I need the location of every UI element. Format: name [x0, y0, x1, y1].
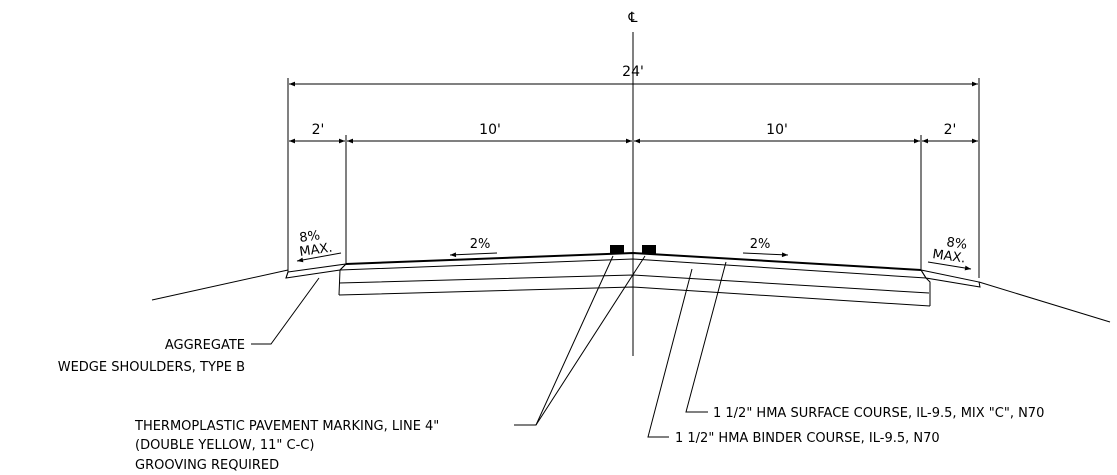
right-lane-slope-label: 2% — [750, 237, 771, 252]
left-lane-slope-label: 2% — [470, 237, 491, 252]
right-aggregate-wedge — [919, 269, 981, 288]
pavement-marking-right — [642, 245, 656, 254]
surface-course-label: 1 1/2" HMA SURFACE COURSE, IL-9.5, MIX "… — [713, 406, 1044, 421]
marking-label-line1: THERMOPLASTIC PAVEMENT MARKING, LINE 4" — [134, 419, 439, 434]
binder-course-leader — [647, 268, 693, 438]
right-lane-slope-arrow — [742, 252, 789, 258]
pavement-marking-left — [610, 245, 624, 254]
overall-dimension-label: 24' — [622, 64, 644, 80]
right-lane-width: 10' — [766, 122, 788, 138]
aggregate-leader — [251, 277, 320, 345]
surface-course-leader — [685, 261, 727, 413]
right-shoulder-width: 2' — [944, 122, 957, 138]
pavement-section — [338, 251, 931, 307]
left-aggregate-wedge — [285, 263, 348, 279]
right-shoulder-slope: 8% MAX. — [927, 235, 972, 271]
left-shoulder-width: 2' — [312, 122, 325, 138]
marking-label-line2: (DOUBLE YELLOW, 11" C-C) — [135, 438, 314, 453]
binder-course-label: 1 1/2" HMA BINDER COURSE, IL-9.5, N70 — [675, 431, 940, 446]
marking-leader-left — [514, 255, 614, 426]
left-ground-line — [151, 269, 289, 301]
svg-text:MAX.: MAX. — [931, 247, 966, 266]
aggregate-label-line2: WEDGE SHOULDERS, TYPE B — [58, 360, 245, 375]
svg-text:8%: 8% — [945, 235, 968, 253]
marking-leader-right — [535, 255, 646, 426]
right-ground-line — [978, 281, 1111, 323]
svg-text:MAX.: MAX. — [298, 240, 333, 259]
left-lane-slope-arrow — [449, 252, 498, 258]
marking-label-line3: GROOVING REQUIRED — [135, 458, 279, 473]
left-shoulder-slope: 8% MAX. — [296, 228, 342, 263]
aggregate-label-line1: AGGREGATE — [165, 338, 245, 353]
svg-text:8%: 8% — [298, 228, 321, 246]
left-lane-width: 10' — [479, 122, 501, 138]
centerline-symbol: ℄ — [628, 10, 638, 26]
extension-lines — [287, 78, 980, 278]
